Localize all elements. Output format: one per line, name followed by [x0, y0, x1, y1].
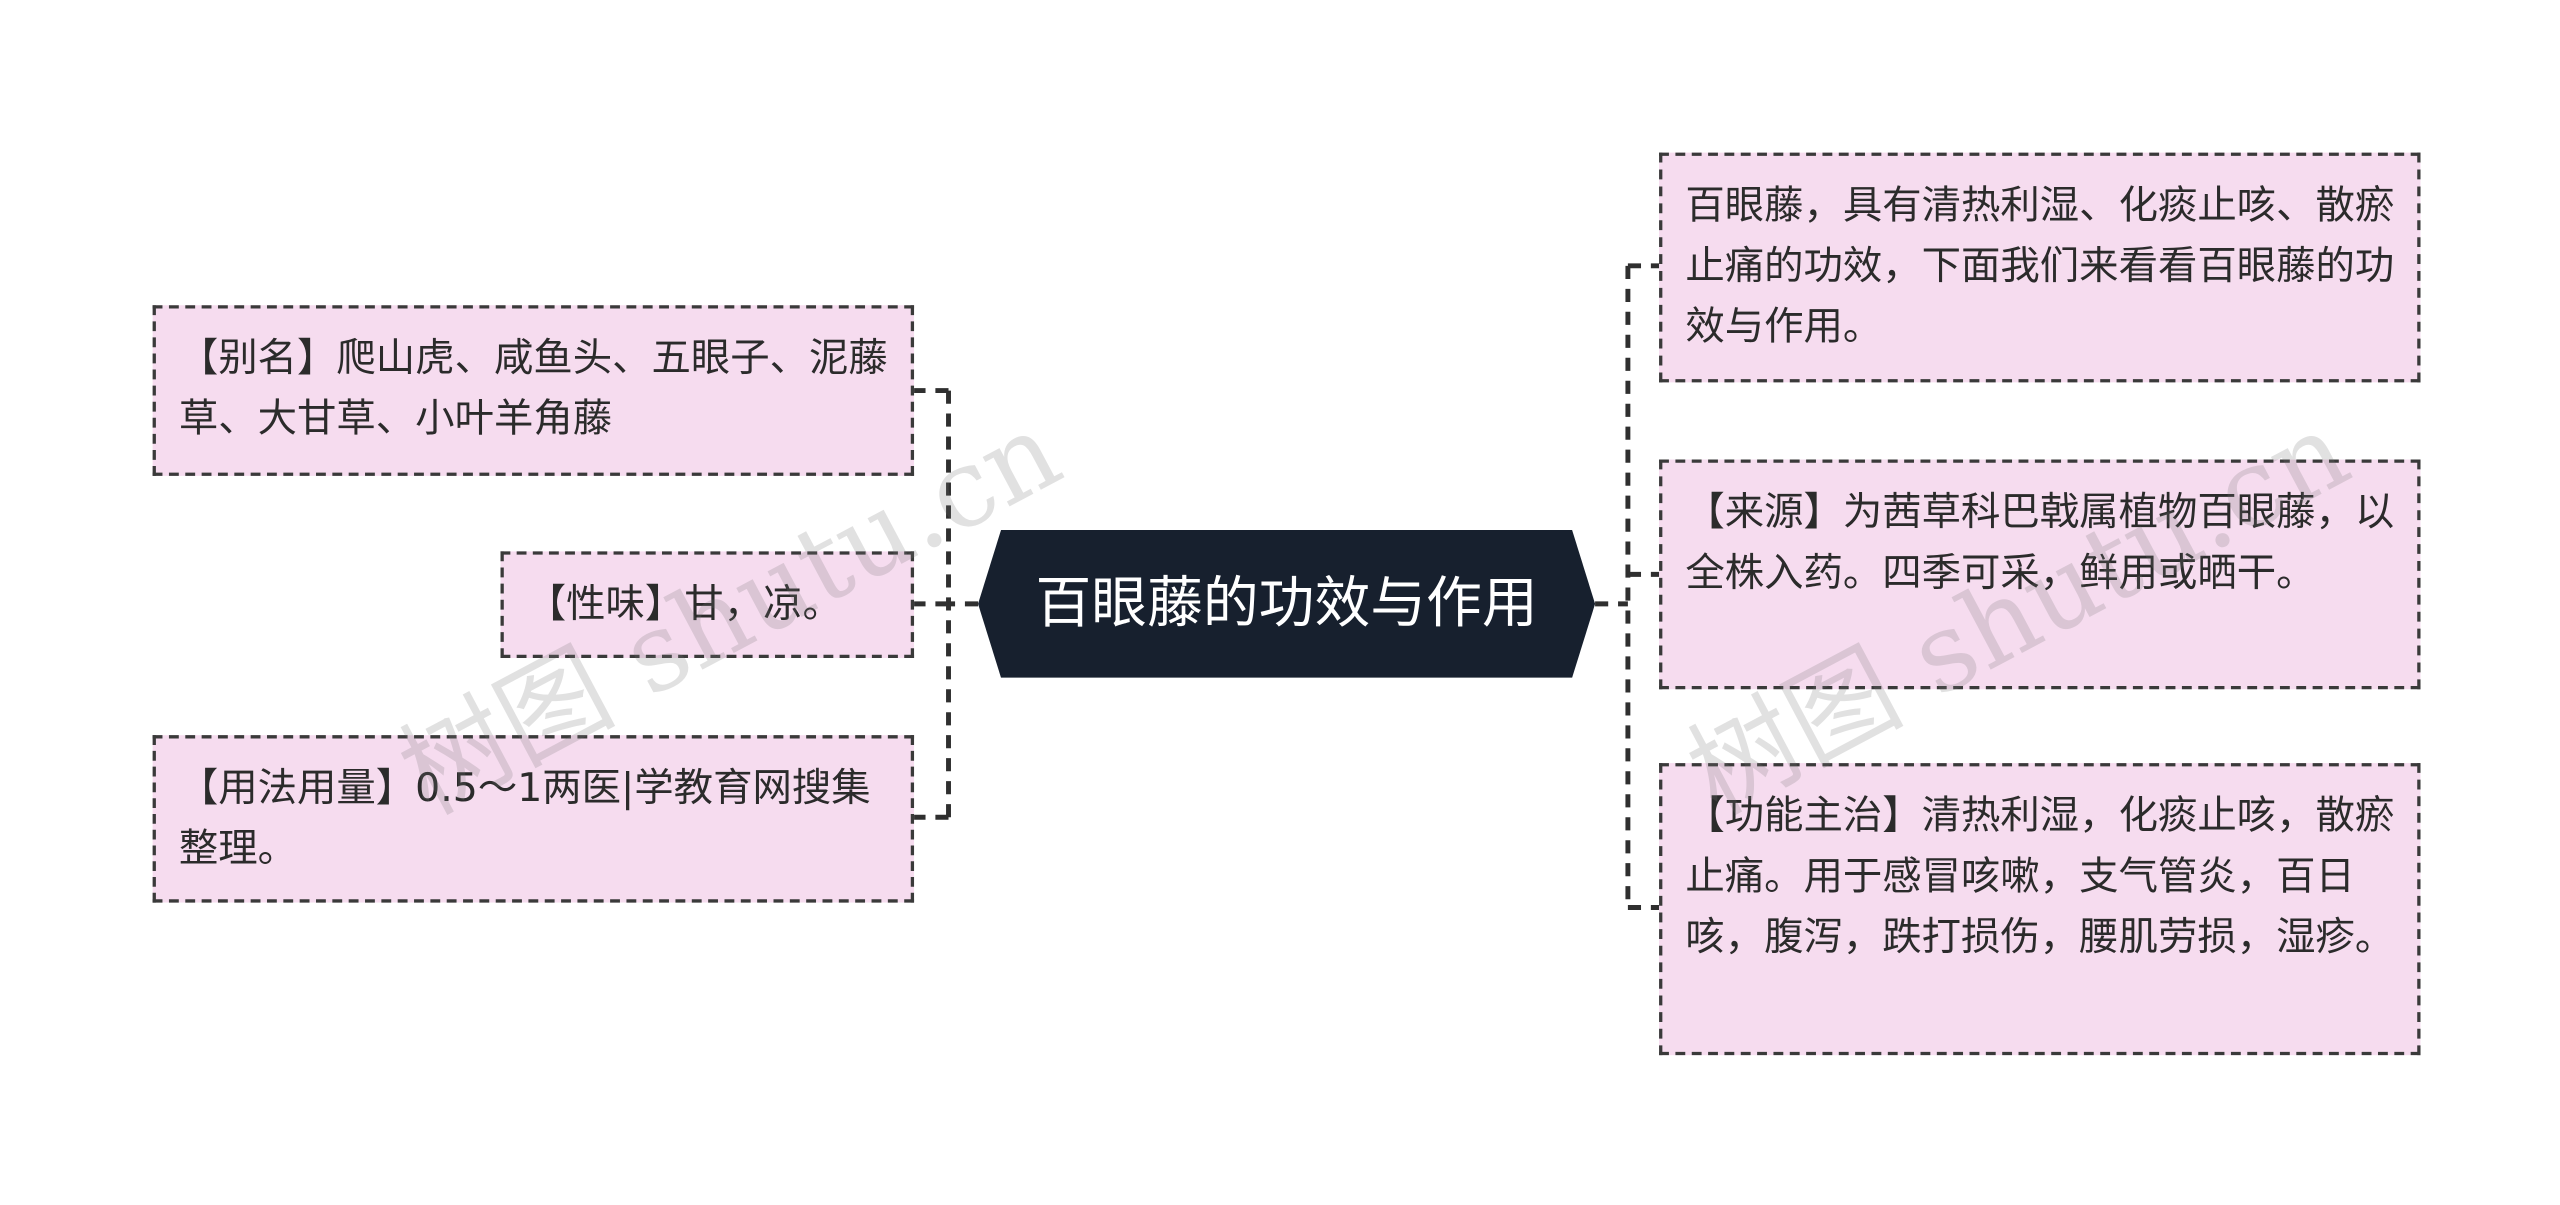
center-topic-shape	[978, 530, 1596, 678]
node-intro[interactable]: 百眼藤，具有清热利湿、化痰止咳、散瘀止痛的功效，下面我们来看看百眼藤的功效与作用…	[1659, 152, 2421, 383]
connector-left-trunk	[946, 390, 979, 818]
node-source[interactable]: 【来源】为茜草科巴戟属植物百眼藤，以全株入药。四季可采，鲜用或晒干。	[1659, 459, 2421, 690]
node-alias-text: 【别名】爬山虎、咸鱼头、五眼子、泥藤草、大甘草、小叶羊角藤	[178, 334, 888, 442]
node-alias[interactable]: 【别名】爬山虎、咸鱼头、五眼子、泥藤草、大甘草、小叶羊角藤	[152, 305, 915, 476]
node-taste[interactable]: 【性味】甘，凉。	[500, 551, 915, 659]
node-function[interactable]: 【功能主治】清热利湿，化痰止咳，散瘀止痛。用于感冒咳嗽，支气管炎，百日咳，腹泻，…	[1659, 763, 2421, 1056]
node-intro-text: 百眼藤，具有清热利湿、化痰止咳、散瘀止痛的功效，下面我们来看看百眼藤的功效与作用…	[1685, 182, 2395, 350]
connector-right-trunk	[1595, 265, 1631, 908]
node-function-text: 【功能主治】清热利湿，化痰止咳，散瘀止痛。用于感冒咳嗽，支气管炎，百日咳，腹泻，…	[1685, 792, 2395, 961]
node-usage[interactable]: 【用法用量】0.5～1两医|学教育网搜集整理。	[152, 735, 915, 903]
center-topic[interactable]: 百眼藤的功效与作用	[978, 530, 1596, 678]
node-source-text: 【来源】为茜草科巴戟属植物百眼藤，以全株入药。四季可采，鲜用或晒干。	[1685, 489, 2395, 596]
node-taste-text: 【性味】甘，凉。	[526, 580, 842, 627]
center-topic-title: 百眼藤的功效与作用	[1035, 571, 1538, 637]
node-usage-text: 【用法用量】0.5～1两医|学教育网搜集整理。	[178, 764, 871, 872]
